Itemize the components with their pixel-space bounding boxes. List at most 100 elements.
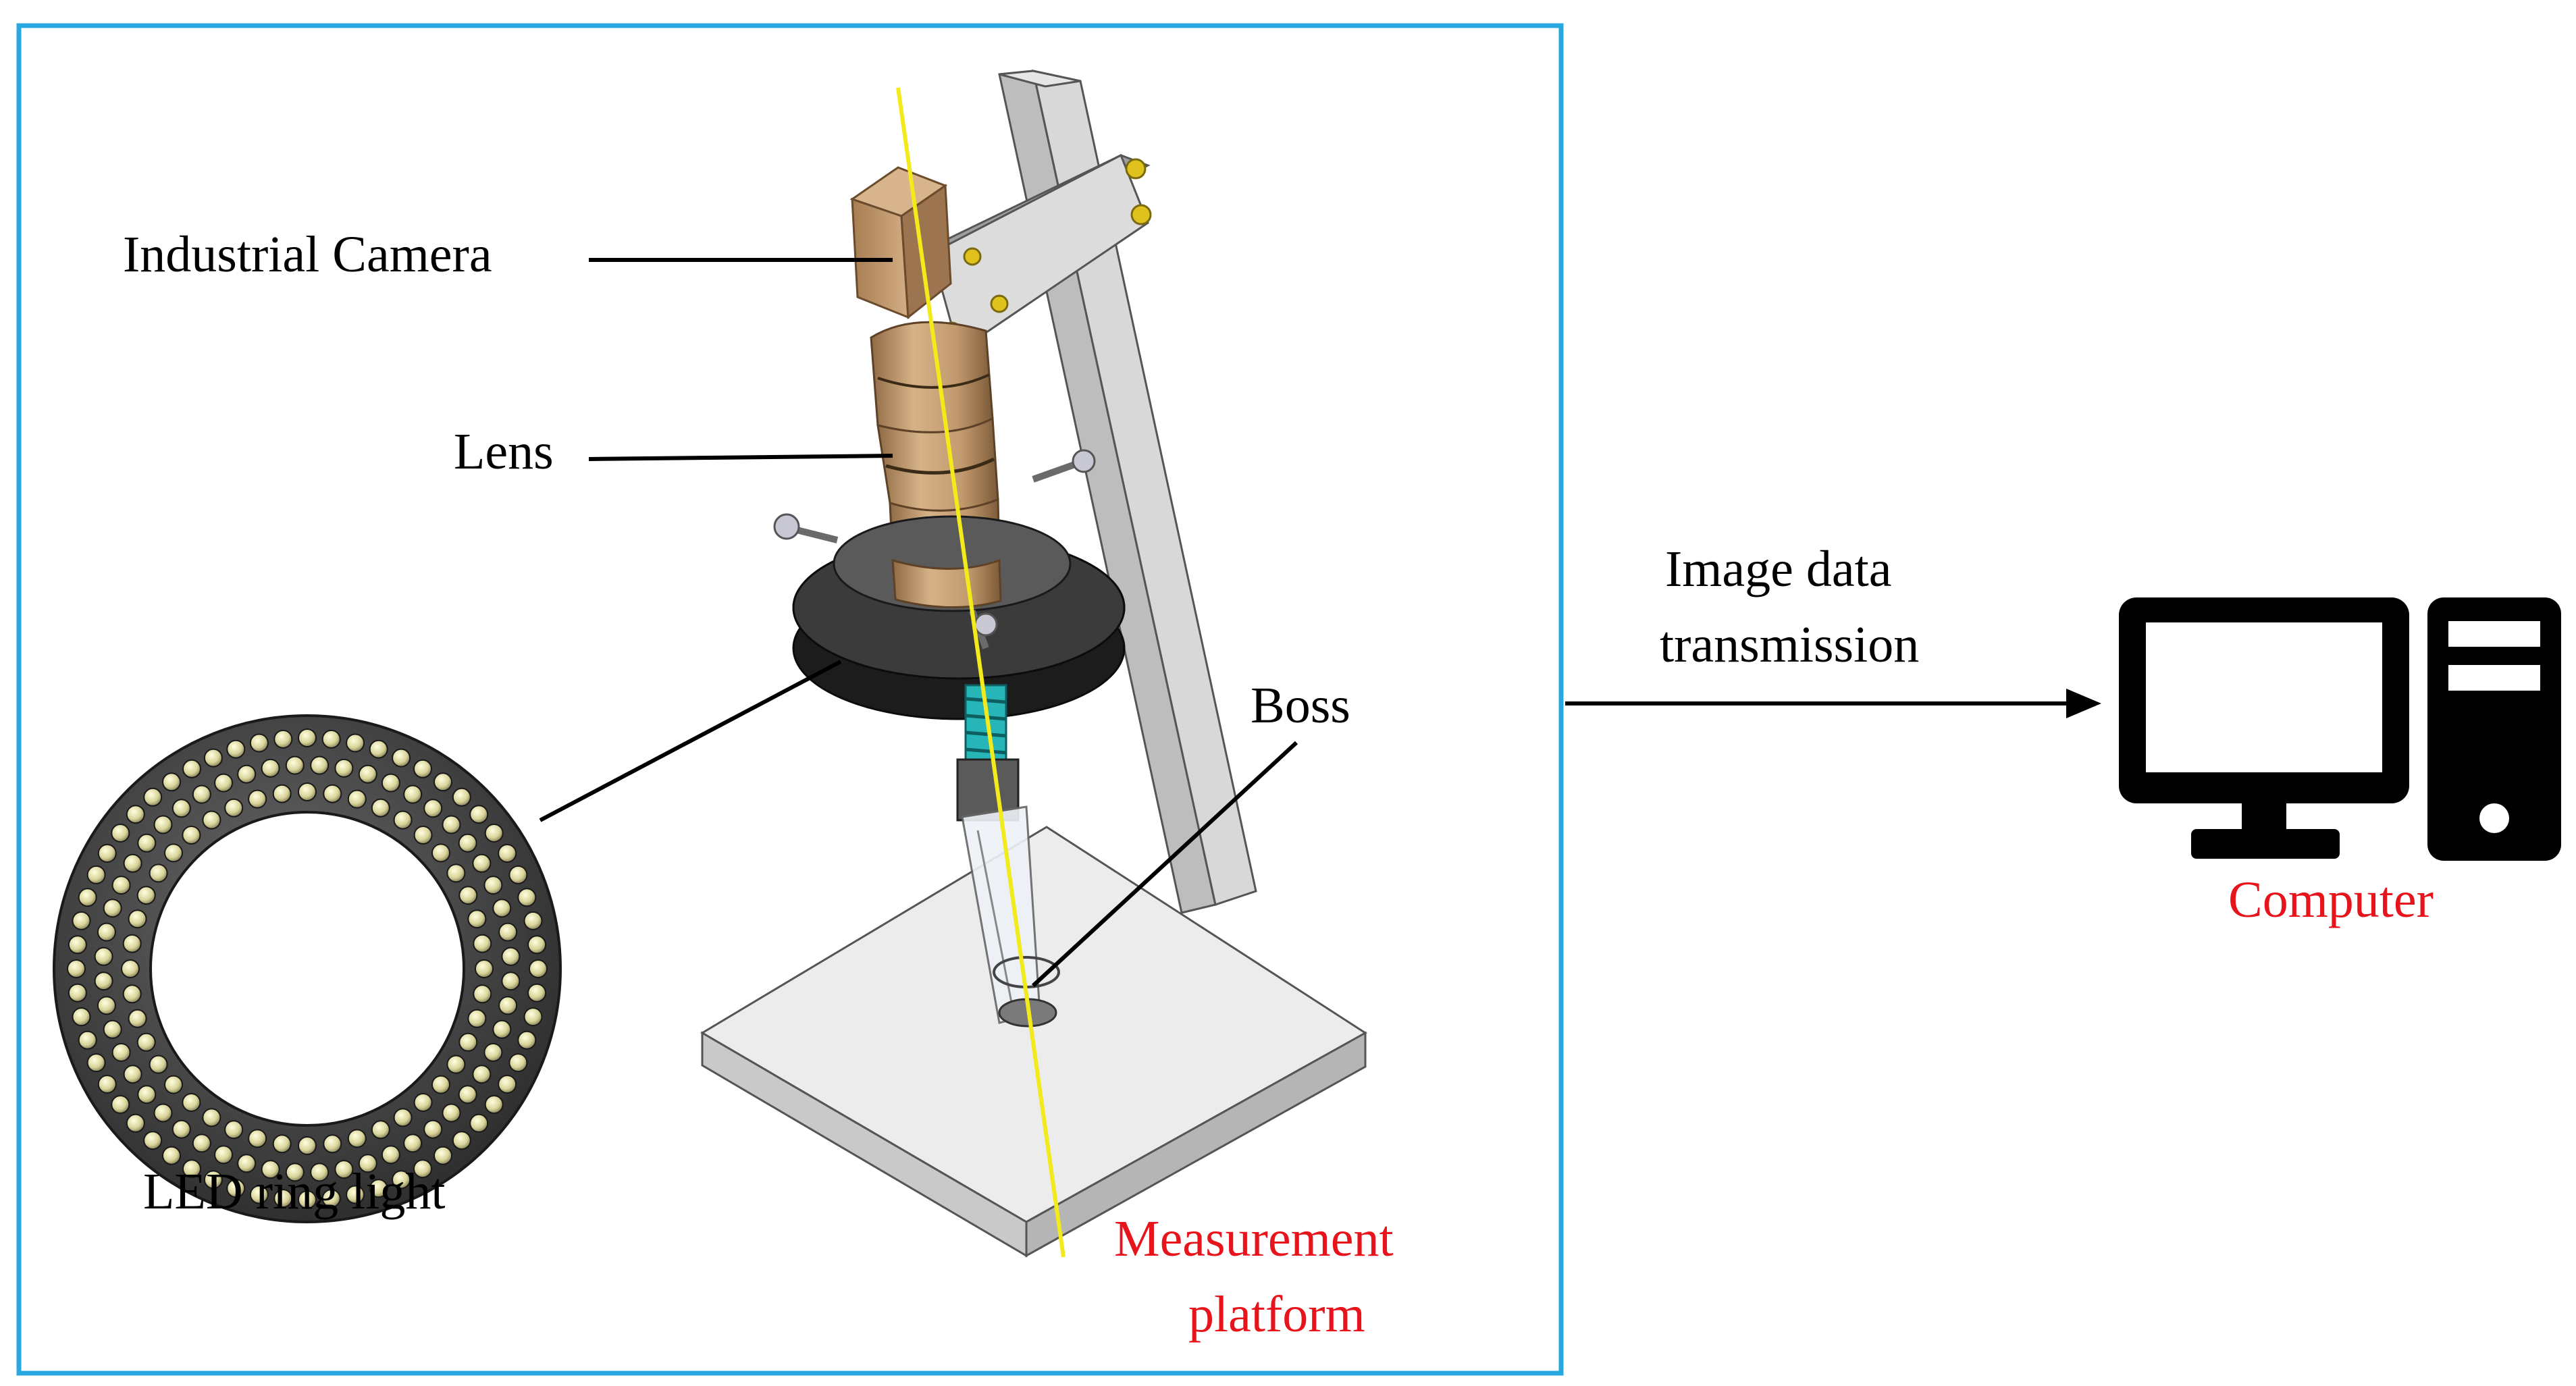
optical-axis xyxy=(896,87,1066,1258)
led-dot xyxy=(508,1053,528,1073)
led-dot xyxy=(310,1163,330,1182)
led-dot xyxy=(149,1055,168,1074)
led-dot xyxy=(358,764,377,784)
led-dot xyxy=(413,759,432,778)
led-dot xyxy=(128,1009,147,1028)
led-dot xyxy=(347,789,367,809)
led-dot xyxy=(523,1007,543,1027)
led-dot xyxy=(224,1120,244,1140)
led-dot xyxy=(483,876,503,895)
led-dot xyxy=(248,789,267,809)
led-dot xyxy=(469,1113,489,1133)
led-dot xyxy=(67,959,86,978)
led-dot xyxy=(346,733,365,753)
label-boss: Boss xyxy=(1251,677,1350,734)
led-dot xyxy=(214,1145,234,1165)
led-dot xyxy=(172,1119,191,1139)
led-dot xyxy=(334,758,354,778)
led-dot xyxy=(446,1055,466,1074)
led-dot xyxy=(97,844,117,863)
led-dot xyxy=(452,787,471,807)
led-dot xyxy=(182,826,201,845)
led-dot xyxy=(310,755,330,775)
led-dot xyxy=(413,1159,432,1179)
led-dot xyxy=(182,759,201,778)
led-dot xyxy=(123,853,142,873)
led-dot xyxy=(202,810,221,830)
led-dot xyxy=(508,865,528,884)
label-led-ring-light: LED ring light xyxy=(143,1163,446,1220)
label-transmission-1: Image data xyxy=(1665,541,1891,597)
led-dot xyxy=(523,911,543,930)
setup-frame xyxy=(16,23,1564,1376)
led-dot xyxy=(111,824,130,843)
led-dot xyxy=(393,1108,413,1127)
led-dot xyxy=(484,824,504,843)
led-dot xyxy=(121,959,140,978)
led-dot xyxy=(298,1136,317,1155)
led-dot xyxy=(473,934,492,953)
led-dot xyxy=(498,996,518,1015)
led-dot xyxy=(72,911,91,930)
leader-boss xyxy=(1031,741,1298,988)
led-dot xyxy=(371,798,390,818)
led-dot xyxy=(285,755,305,775)
led-dot xyxy=(334,1160,354,1179)
led-dot xyxy=(202,1108,221,1127)
label-computer: Computer xyxy=(2228,872,2434,928)
arrow-head xyxy=(2066,689,2101,718)
led-dot xyxy=(182,1159,201,1179)
ring-light-mount xyxy=(773,449,1126,720)
led-dot xyxy=(78,1030,97,1050)
desktop-computer-icon xyxy=(2119,597,2561,861)
led-dot xyxy=(68,983,87,1003)
led-dot xyxy=(103,899,122,918)
label-lens: Lens xyxy=(454,423,554,480)
led-dot xyxy=(122,934,142,953)
led-dot xyxy=(498,1075,517,1094)
led-dot xyxy=(153,815,173,834)
led-dot xyxy=(68,935,87,955)
led-dot xyxy=(433,1146,452,1165)
led-dot xyxy=(442,815,461,834)
led-dot xyxy=(498,844,517,863)
led-dot xyxy=(517,1030,537,1050)
led-dot xyxy=(172,799,191,818)
led-dot xyxy=(261,1160,280,1179)
led-dot xyxy=(484,1095,504,1114)
led-dot xyxy=(323,784,342,803)
led-dot xyxy=(501,971,521,991)
led-dot xyxy=(248,1129,267,1148)
led-dot xyxy=(475,959,494,978)
led-dot xyxy=(431,1075,450,1094)
led-dot xyxy=(273,729,293,749)
led-dot xyxy=(369,1179,388,1198)
led-dot xyxy=(446,863,466,883)
led-array xyxy=(67,728,548,1209)
led-dot xyxy=(137,1085,157,1104)
led-dot xyxy=(164,843,183,863)
led-dot xyxy=(122,984,142,1004)
led-dot xyxy=(249,733,269,753)
led-dot xyxy=(126,805,145,824)
led-dot xyxy=(403,1134,423,1153)
led-dot xyxy=(182,1093,201,1112)
led-dot xyxy=(458,1032,478,1052)
led-dot xyxy=(472,1065,492,1084)
led-dot xyxy=(136,1032,156,1052)
led-dot xyxy=(413,826,433,845)
industrial-camera xyxy=(849,166,952,319)
led-dot xyxy=(458,886,478,905)
led-dot xyxy=(392,1170,411,1190)
led-dot xyxy=(143,1131,163,1150)
led-dot xyxy=(433,772,452,792)
led-dot xyxy=(97,922,116,942)
led-dot xyxy=(323,1134,342,1154)
led-dot xyxy=(249,1185,269,1204)
led-dot xyxy=(192,1134,211,1153)
led-dot xyxy=(527,983,547,1003)
led-dot xyxy=(321,1189,341,1208)
led-dot xyxy=(272,1134,292,1154)
led-dot xyxy=(272,784,292,803)
